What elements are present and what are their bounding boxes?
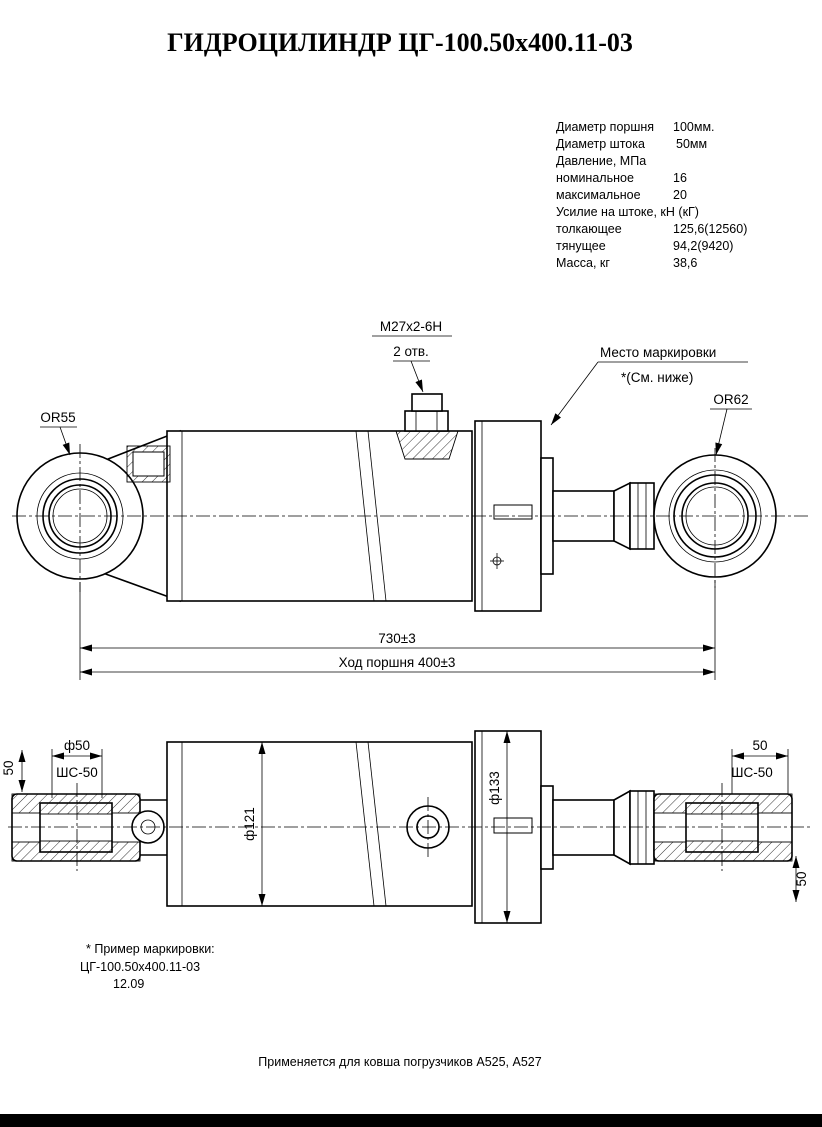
right-bearing-label: ШС-50 — [731, 765, 773, 780]
leader-line — [410, 360, 424, 393]
spec-label: номинальное — [556, 171, 634, 185]
spec-label: тянущее — [556, 239, 606, 253]
see-below-note: *(См. ниже) — [621, 370, 693, 385]
leader-line — [59, 426, 71, 456]
spec-value: 50мм — [676, 137, 707, 151]
rod-collar-plan — [629, 790, 655, 865]
spec-value: 125,6(12560) — [673, 222, 747, 236]
head-port-notch — [493, 817, 533, 834]
spec-label: Давление, МПа — [556, 154, 646, 168]
spec-label: Масса, кг — [556, 256, 610, 270]
spec-value: 100мм. — [673, 120, 715, 134]
spec-label: толкающее — [556, 222, 622, 236]
spec-label: максимальное — [556, 188, 641, 202]
spec-value: 16 — [673, 171, 687, 185]
left-rod-end-callout: OR55 — [40, 410, 75, 425]
barrel-dia-dim: ф121 — [242, 807, 257, 841]
spec-label: Усилие на штоке, кН (кГ) — [556, 205, 699, 219]
marking-note-line2: ЦГ-100.50х400.11-03 — [80, 960, 200, 974]
port-fitting-base — [404, 410, 449, 432]
port-fitting-top — [411, 393, 443, 412]
main-view: OR55 OR62 М27х2-6Н 2 отв. Место маркиров… — [12, 319, 808, 680]
application-note: Применяется для ковша погрузчиков А525, … — [258, 1055, 541, 1069]
break-line — [367, 741, 387, 907]
leader-line — [550, 361, 599, 426]
spec-value: 94,2(9420) — [673, 239, 733, 253]
overall-length-dim: 730±3 — [378, 631, 415, 646]
holes-callout: 2 отв. — [393, 344, 429, 359]
spec-table: Диаметр поршня 100мм. Диаметр штока 50мм… — [556, 120, 747, 270]
leader-line — [715, 408, 728, 456]
thread-callout: М27х2-6Н — [380, 319, 442, 334]
marking-note-line1: * Пример маркировки: — [86, 942, 215, 956]
drawing-title: ГИДРОЦИЛИНДР ЦГ-100.50х400.11-03 — [167, 28, 633, 57]
plan-view: ф50 ШС-50 50 ф121 ф133 — [1, 730, 810, 924]
marking-note-line3: 12.09 — [113, 977, 144, 991]
piston-rod-plan — [552, 799, 615, 856]
bore-dia-dim: ф50 — [64, 738, 90, 753]
spec-value: 20 — [673, 188, 687, 202]
left-bearing-label: ШС-50 — [56, 765, 98, 780]
port-boss-hatch — [395, 430, 459, 460]
head-port-notch — [493, 504, 533, 520]
bearing-hatch — [39, 802, 113, 815]
spec-label: Диаметр поршня — [556, 120, 654, 134]
rod-cone-plan — [613, 789, 631, 866]
marking-place-callout: Место маркировки — [600, 345, 716, 360]
marking-example-note: * Пример маркировки: ЦГ-100.50х400.11-03… — [80, 942, 215, 991]
bottom-bar — [0, 1114, 822, 1127]
right-rod-end-callout: OR62 — [713, 392, 748, 407]
break-line — [355, 741, 375, 907]
right-width-dim: 50 — [752, 738, 767, 753]
head-dia-dim: ф133 — [487, 771, 502, 805]
left-width-dim: 50 — [1, 760, 16, 775]
spec-value: 38,6 — [673, 256, 697, 270]
spec-label: Диаметр штока — [556, 137, 645, 151]
gland-flange-plan — [540, 785, 554, 870]
stroke-dim: Ход поршня 400±3 — [339, 655, 456, 670]
bearing-hatch — [39, 840, 113, 853]
weld-boss-plug — [132, 451, 165, 477]
right-side-width-dim: 50 — [794, 871, 809, 886]
